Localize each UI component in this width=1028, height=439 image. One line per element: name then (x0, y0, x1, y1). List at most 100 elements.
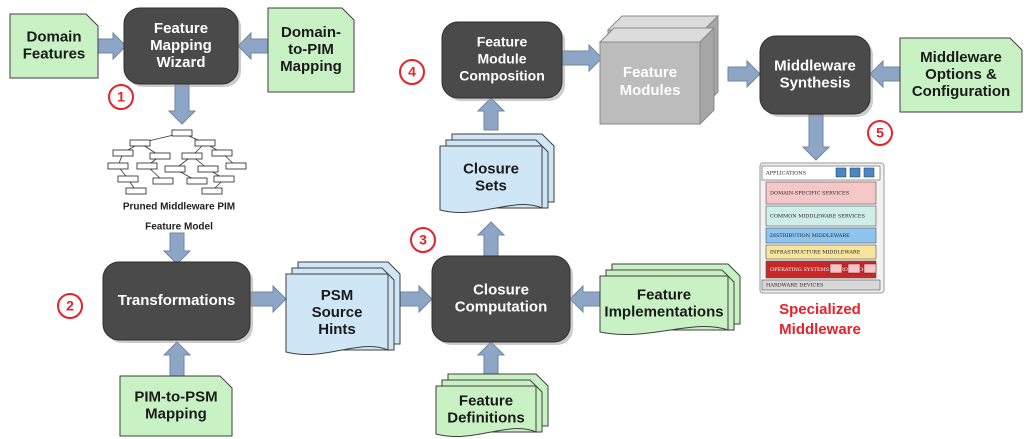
step-circle (867, 120, 893, 146)
step-number: 4 (408, 64, 416, 80)
arrow-model-to-transformations (162, 232, 192, 265)
pim-to-psm-doc-label-line: PIM-to-PSM (134, 388, 217, 405)
middleware-layer (761, 279, 881, 291)
tree-node (186, 177, 208, 185)
computer-icon (835, 167, 847, 178)
arrow-composition-to-modules (561, 43, 603, 73)
tree-node (117, 175, 139, 183)
step-2-marker: 2 (57, 293, 83, 319)
tree-node (164, 165, 186, 173)
tree-node (201, 187, 223, 195)
tree-node (136, 162, 158, 170)
feature-module-composition-label-line: Feature (477, 34, 528, 50)
feature-module-composition-box (441, 21, 563, 99)
arrow-definitions-to-closure (476, 341, 506, 377)
feature-implementations-doc-label-line: Feature (637, 286, 691, 303)
arrow-domain-features-to-wizard (97, 31, 127, 61)
feature-mapping-wizard-label-line: Mapping (150, 37, 212, 54)
middleware-options-doc-shape (899, 37, 1023, 113)
closure-computation-box (431, 255, 571, 343)
computer-icon (849, 167, 861, 178)
pruned-model-caption: Feature Model (145, 222, 213, 233)
arrow-hints-to-closure (399, 284, 433, 314)
feature-module-composition-label-line: Module (478, 51, 527, 67)
domain-to-pim-doc-label-line: Mapping (280, 58, 342, 75)
middleware-synthesis-box (759, 35, 871, 115)
arrow-implementations-to-closure (569, 284, 601, 314)
arrow-transformations-to-hints (249, 284, 287, 314)
step-5-marker: 5 (867, 120, 893, 146)
step-4-marker: 4 (399, 59, 425, 85)
middleware-layer (765, 244, 877, 260)
specialized-middleware-label: Specialized (779, 301, 861, 318)
middleware-options-doc-label-line: Configuration (912, 83, 1010, 100)
module-front (599, 41, 701, 125)
tree-node (194, 139, 216, 147)
tree-node (211, 149, 233, 157)
domain-features-doc-shape (9, 13, 99, 79)
os-block (863, 263, 877, 274)
tree-node (112, 149, 134, 157)
feature-modules-label-line: Modules (620, 82, 681, 99)
feature-mapping-wizard-box (123, 7, 239, 85)
psm-source-hints-doc-sheet (285, 273, 389, 356)
middleware-layer-label: OPERATING SYSTEMS & PROTOCOLS (770, 267, 871, 273)
tree-node (129, 139, 151, 147)
middleware-layer (765, 227, 877, 244)
domain-features-doc-label-line: Domain (26, 28, 81, 45)
step-number: 3 (419, 232, 427, 248)
middleware-synthesis-label-line: Synthesis (780, 74, 851, 91)
feature-definitions-doc-label-line: Definitions (447, 409, 525, 426)
transformations-label-line: Transformations (118, 292, 236, 309)
arrow-options-to-synthesis (869, 59, 901, 89)
pim-to-psm-doc-label-line: Mapping (145, 405, 207, 422)
arrow-wizard-to-model (167, 83, 197, 125)
tree-node (213, 175, 235, 183)
pruned-model-caption: Pruned Middleware PIM (123, 202, 235, 213)
domain-to-pim-doc-label-line: to-PIM (288, 41, 334, 58)
tree-node (149, 152, 171, 160)
feature-implementations-doc-label-line: Implementations (604, 303, 723, 320)
middleware-layer-label: HARDWARE DEVICES (766, 283, 824, 289)
feature-definitions-doc-label-line: Feature (459, 392, 513, 409)
closure-sets-doc-label-line: Sets (475, 177, 507, 194)
tree-node (225, 162, 247, 170)
feature-module-composition-label-line: Composition (459, 68, 545, 84)
os-block (829, 263, 843, 274)
feature-mapping-wizard-label-line: Feature (154, 20, 208, 37)
arrow-pim-psm-to-transformations (162, 341, 192, 377)
middleware-layer-label: DOMAIN-SPECIFIC SERVICES (770, 191, 850, 197)
arrow-sets-to-composition (476, 97, 506, 131)
tree-node (197, 165, 219, 173)
os-block (847, 263, 861, 274)
arrow-closure-to-sets (476, 221, 506, 257)
domain-to-pim-doc-shape (267, 7, 355, 93)
computer-icon (863, 167, 875, 178)
closure-computation-label-line: Computation (455, 298, 547, 315)
transformations: Transformations (102, 261, 253, 343)
step-circle (108, 84, 134, 110)
tree-node (171, 129, 193, 137)
